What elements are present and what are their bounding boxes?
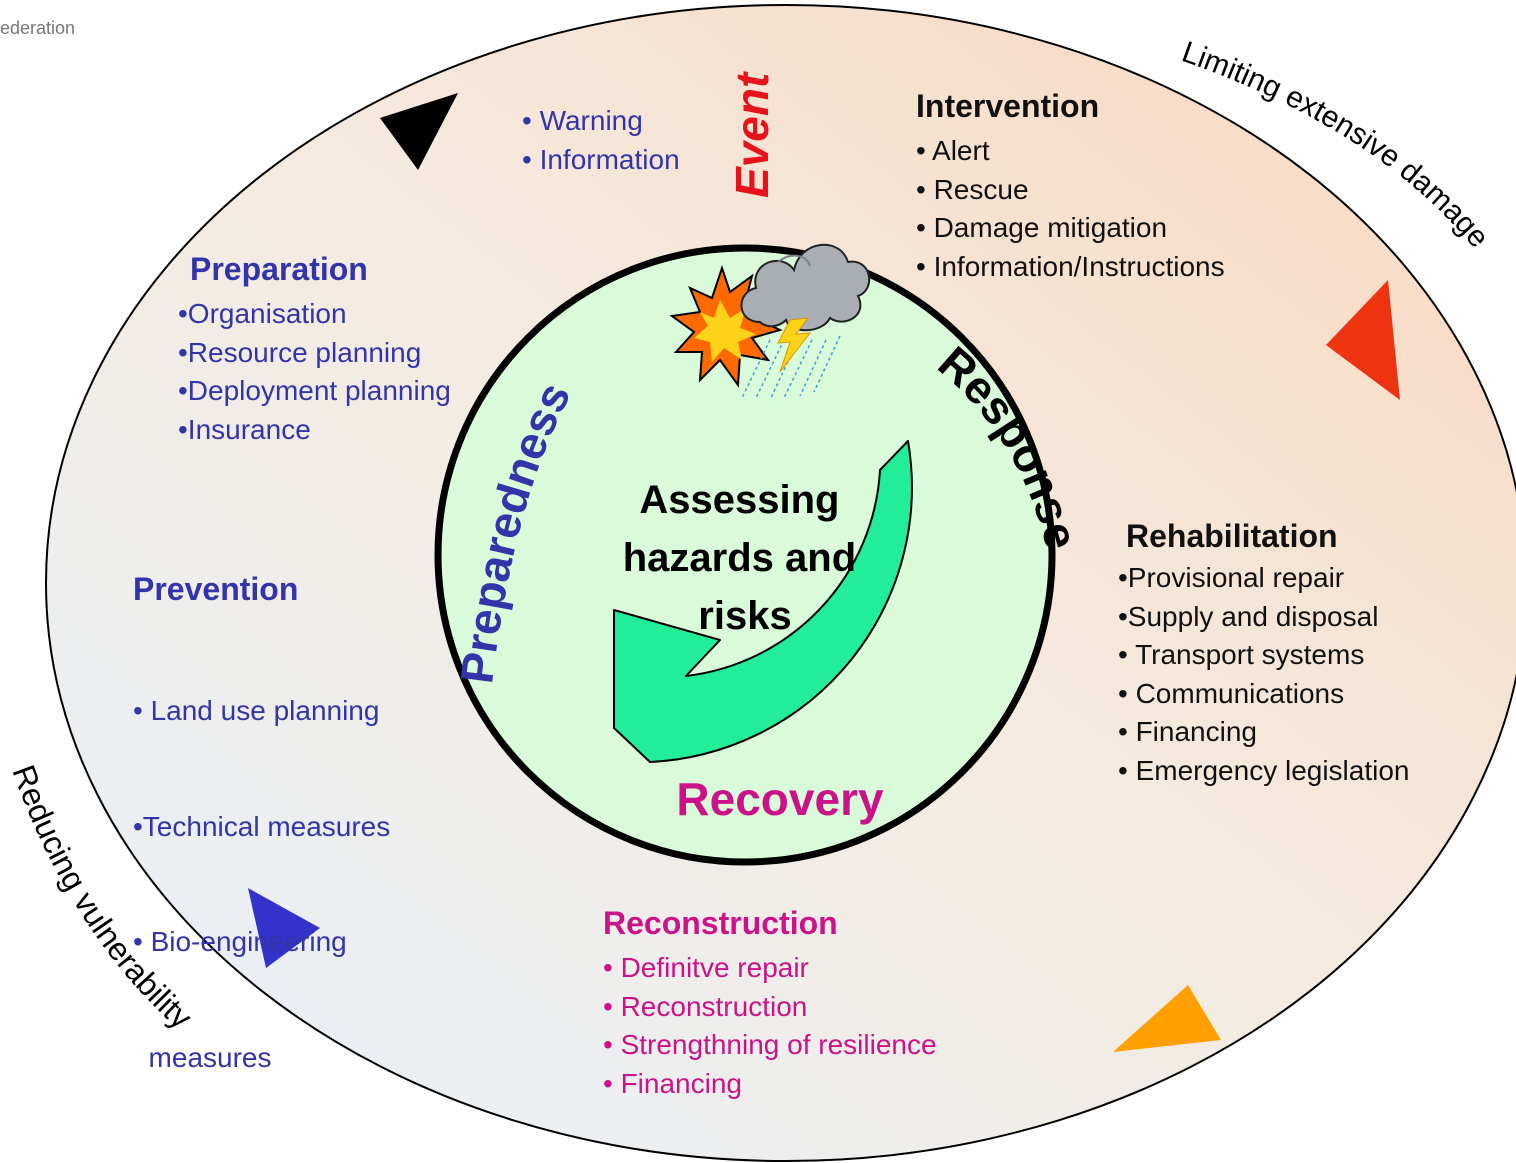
reconstruction-list: • Definitve repair • Reconstruction • St… <box>603 949 937 1103</box>
preparation-list: •Organisation •Resource planning •Deploy… <box>178 295 451 449</box>
cycle-arrow <box>613 440 913 763</box>
reconstruction-item: • Strengthning of resilience <box>603 1029 937 1060</box>
rehabilitation-item: •Provisional repair <box>1118 562 1345 593</box>
prevention-heading: Prevention <box>133 571 299 607</box>
reconstruction-item: • Reconstruction <box>603 990 808 1022</box>
corner-text: ederation <box>0 18 76 38</box>
intervention-item: • Alert <box>916 135 990 166</box>
prevention-item: • Land use planning <box>133 695 380 726</box>
storm-cloud-icon <box>740 243 871 401</box>
recovery-label: Recovery <box>676 773 884 825</box>
reconstruction-item: • Definitve repair <box>603 952 809 983</box>
prevention-list: • Land use planning •Technical measures … <box>133 615 390 1116</box>
arrow-bottom-triangle <box>1113 985 1221 1052</box>
prevention-item: • Bio-engineering <box>133 926 347 957</box>
preparation-heading: Preparation <box>190 251 368 287</box>
preparation-item: •Deployment planning <box>178 375 451 406</box>
reconstruction-item: • Financing <box>603 1067 742 1099</box>
event-label: Event <box>726 71 778 198</box>
event-item: • Information <box>522 143 680 175</box>
rehabilitation-item: • Financing <box>1118 716 1257 747</box>
rehabilitation-list: •Provisional repair •Supply and disposal… <box>1118 559 1410 790</box>
center-title: Assessing hazards and risks <box>623 478 868 638</box>
arrow-left-triangle <box>248 888 320 968</box>
center-line-1: Assessing <box>639 478 839 522</box>
arrow-top-triangle <box>380 93 458 170</box>
rehabilitation-item: • Transport systems <box>1118 639 1365 670</box>
preparation-item: •Organisation <box>178 298 347 329</box>
preparation-item: •Insurance <box>178 413 311 445</box>
rehabilitation-item: • Communications <box>1118 677 1345 709</box>
prevention-item: •Technical measures <box>133 810 391 842</box>
center-line-2: hazards and <box>623 536 856 580</box>
intervention-heading: Intervention <box>916 88 1100 124</box>
event-list: • Warning • Information <box>522 102 680 179</box>
rehabilitation-heading: Rehabilitation <box>1126 518 1338 554</box>
intervention-item: • Information/Instructions <box>916 250 1225 282</box>
rehabilitation-item: •Supply and disposal <box>1118 600 1379 632</box>
rehabilitation-item: • Emergency legislation <box>1118 754 1410 786</box>
preparation-item: •Resource planning <box>178 336 422 368</box>
reconstruction-heading: Reconstruction <box>603 905 838 941</box>
arrow-right-triangle <box>1326 280 1400 400</box>
inner-circle <box>434 244 1056 866</box>
center-line-3: risks <box>698 594 791 638</box>
intervention-item: • Damage mitigation <box>916 212 1168 243</box>
intervention-list: • Alert • Rescue • Damage mitigation • I… <box>916 132 1225 286</box>
prevention-item: measures <box>133 1041 272 1073</box>
event-item: • Warning <box>522 105 643 136</box>
intervention-item: • Rescue <box>916 173 1029 205</box>
